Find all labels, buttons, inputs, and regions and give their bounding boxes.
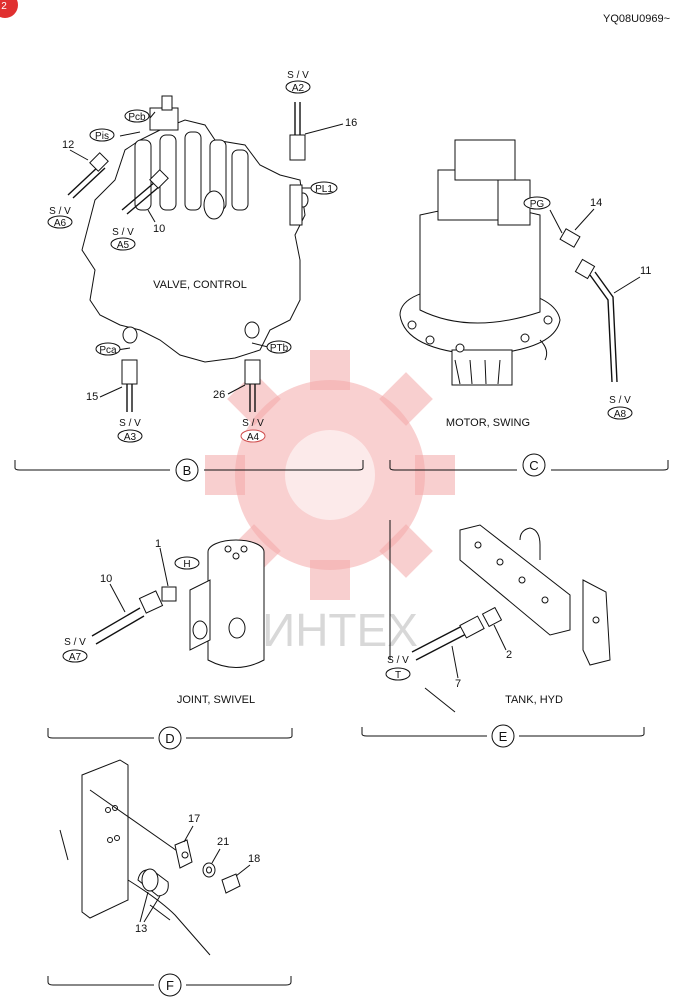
ref-10-valve: 10: [153, 223, 165, 235]
sv-label-a3: S / V: [119, 418, 141, 429]
ref-11: 11: [640, 265, 651, 277]
port-a2: A2: [292, 83, 305, 94]
ref-12: 12: [62, 139, 74, 151]
watermark-text: ИНТЕХ: [262, 604, 418, 656]
port-pcb: Pcb: [128, 112, 146, 123]
ref-2: 2: [506, 649, 512, 661]
ref-14: 14: [590, 197, 602, 209]
sv-label-t: S / V: [387, 655, 409, 666]
sv-label-a4: S / V: [242, 418, 264, 429]
ref-26: 26: [213, 389, 225, 401]
ref-18: 18: [248, 853, 260, 865]
port-pis: Pis: [95, 131, 109, 142]
port-a8: A8: [614, 409, 627, 420]
ref-1: 1: [155, 538, 161, 550]
port-pca: Pca: [99, 345, 117, 356]
port-h: H: [183, 559, 190, 570]
section-letter-c: C: [529, 458, 538, 473]
port-pl1: PL1: [315, 184, 333, 195]
valve-control-title: VALVE, CONTROL: [153, 279, 247, 291]
bracket-f-drawing: [59, 759, 241, 956]
port-a3: A3: [124, 432, 137, 443]
port-a6: A6: [54, 218, 67, 229]
motor-swing-drawing: [399, 139, 561, 386]
port-a4: A4: [247, 432, 260, 443]
joint-swivel-drawing: [189, 539, 265, 668]
section-letter-e: E: [499, 729, 508, 744]
ref-21: 21: [217, 836, 229, 848]
ref-10-joint: 10: [100, 573, 112, 585]
port-pg: PG: [530, 199, 545, 210]
sv-label-a8: S / V: [609, 395, 631, 406]
port-t: T: [395, 670, 401, 681]
ref-17: 17: [188, 813, 200, 825]
sv-label-a7: S / V: [64, 637, 86, 648]
doc-code: YQ08U0969~: [603, 13, 670, 25]
tank-hyd-title: TANK, HYD: [505, 694, 563, 706]
page-badge: [0, 0, 18, 18]
section-letter-d: D: [165, 731, 174, 746]
sv-label-a5: S / V: [112, 227, 134, 238]
ref-13: 13: [135, 923, 147, 935]
ref-7: 7: [455, 678, 461, 690]
port-ptb: PTb: [270, 343, 289, 354]
joint-swivel-title: JOINT, SWIVEL: [177, 694, 255, 706]
sv-label-a6: S / V: [49, 206, 71, 217]
ref-15: 15: [86, 391, 98, 403]
section-letter-b: B: [183, 463, 192, 478]
ref-16: 16: [345, 117, 357, 129]
motor-swing-title: MOTOR, SWING: [446, 417, 530, 429]
page-badge-number: 2: [1, 1, 7, 12]
tank-hyd-drawing: [389, 520, 611, 666]
sv-label-a2: S / V: [287, 70, 309, 81]
valve-control-drawing: [81, 95, 309, 363]
port-a7: A7: [69, 652, 82, 663]
port-a5: A5: [117, 240, 130, 251]
section-letter-f: F: [166, 978, 174, 993]
